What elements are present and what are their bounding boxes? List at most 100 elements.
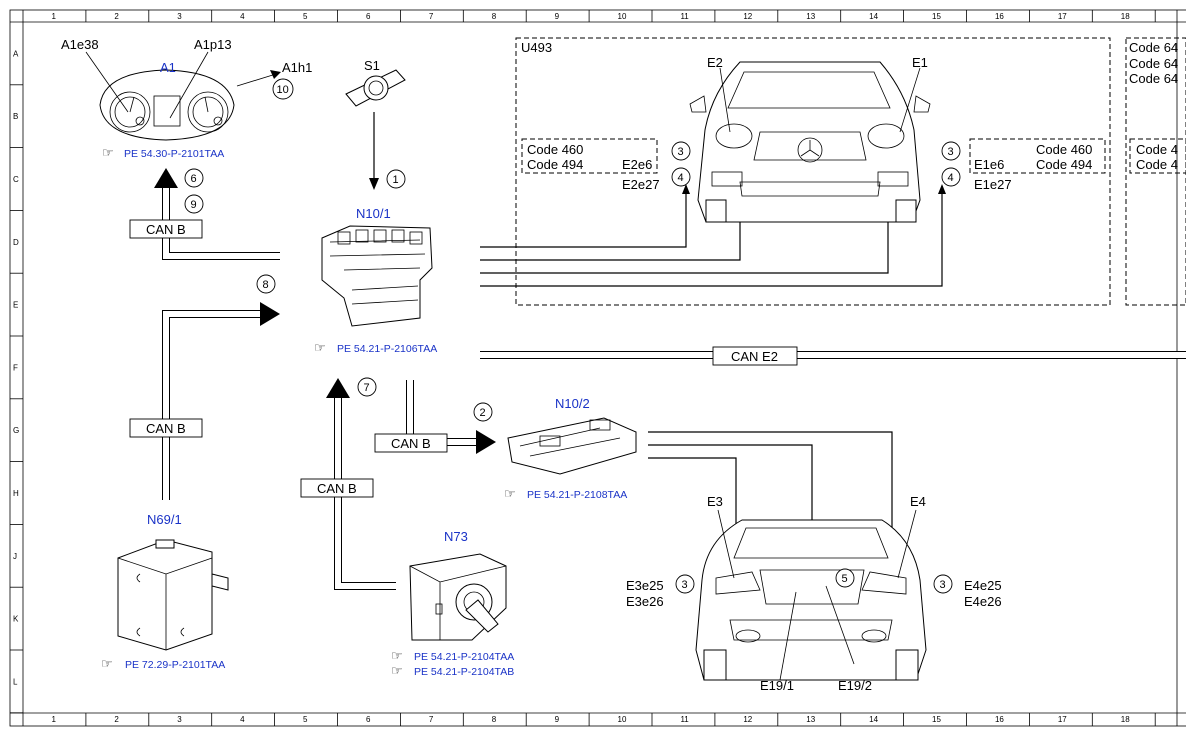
column-index-8: 8 — [492, 12, 497, 21]
n10-2-ref-link[interactable]: PE 54.21-P-2108TAA — [527, 489, 627, 501]
far-right-code-3: Code 64 — [1129, 71, 1178, 86]
can-b-from-n73-arrowhead — [326, 378, 350, 398]
row-index-D: D — [13, 238, 19, 247]
column-index-5: 5 — [303, 12, 308, 21]
right-code-494: Code 494 — [1036, 157, 1092, 172]
e1e27-arrowhead — [938, 184, 946, 194]
n69-1-ref-link[interactable]: PE 72.29-P-2101TAA — [125, 659, 225, 671]
svg-text:2: 2 — [480, 407, 486, 419]
svg-text:3: 3 — [682, 579, 688, 591]
a1-ref-hand-icon: ☞ — [102, 145, 114, 160]
n10-2-module — [507, 417, 637, 475]
n10-1-ref-hand-icon: ☞ — [314, 340, 326, 355]
callout-3-rear-left: 3 — [675, 574, 695, 594]
n10-1-module — [321, 225, 433, 327]
e2-label: E2 — [707, 55, 723, 70]
far-right-box-code-2: Code 4 — [1136, 157, 1178, 172]
callout-9: 9 — [184, 194, 204, 214]
column-index-4: 4 — [240, 12, 245, 21]
callout-4-front-left: 4 — [671, 167, 691, 187]
n69-1-ref-hand-icon: ☞ — [101, 656, 113, 671]
callout-3-rear-right: 3 — [933, 574, 953, 594]
e3e26-label: E3e26 — [626, 594, 664, 609]
column-index-17: 17 — [1058, 12, 1067, 21]
left-code-box — [521, 138, 658, 174]
svg-text:4: 4 — [948, 172, 954, 184]
rear-car-view — [695, 519, 927, 681]
column-index-15: 15 — [932, 715, 941, 724]
can-b-label-4: CAN B — [317, 481, 357, 496]
row-index-C: C — [13, 175, 19, 184]
n10-2-label: N10/2 — [555, 396, 590, 411]
column-index-14: 14 — [869, 715, 878, 724]
column-index-5: 5 — [303, 715, 308, 724]
n73-ref-1-hand-icon: ☞ — [391, 648, 403, 663]
column-index-3: 3 — [177, 715, 182, 724]
column-index-10: 10 — [618, 715, 627, 724]
column-index-7: 7 — [429, 715, 434, 724]
column-index-14: 14 — [869, 12, 878, 21]
row-index-E: E — [13, 301, 18, 310]
n10-1-ref-link[interactable]: PE 54.21-P-2106TAA — [337, 343, 437, 355]
e1e6-label: E1e6 — [974, 157, 1004, 172]
column-index-17: 17 — [1058, 715, 1067, 724]
a1-ref-link[interactable]: PE 54.30-P-2101TAA — [124, 148, 224, 160]
e4e26-label: E4e26 — [964, 594, 1002, 609]
column-index-10: 10 — [618, 12, 627, 21]
a1h1-arrowhead — [270, 70, 281, 79]
a1e38-label: A1e38 — [61, 37, 99, 52]
can-b-to-a1-arrowhead — [154, 168, 178, 188]
callout-3-front-left: 3 — [671, 141, 691, 161]
e2e27-label: E2e27 — [622, 177, 660, 192]
far-right-code-2: Code 64 — [1129, 56, 1178, 71]
callout-5: 5 — [835, 568, 855, 588]
can-b-label-3: CAN B — [391, 436, 431, 451]
e2e6-label: E2e6 — [622, 157, 652, 172]
svg-text:7: 7 — [364, 382, 370, 394]
svg-text:5: 5 — [842, 573, 848, 585]
row-index-J: J — [13, 552, 17, 561]
s1-label: S1 — [364, 58, 380, 73]
can-b-label-2: CAN B — [146, 421, 186, 436]
callout-8: 8 — [256, 274, 276, 294]
column-index-15: 15 — [932, 12, 941, 21]
row-index-F: F — [13, 363, 18, 372]
n73-ref-2-link[interactable]: PE 54.21-P-2104TAB — [414, 666, 514, 678]
can-b-to-n10-2-arrowhead — [476, 430, 496, 454]
n73-ref-1-link[interactable]: PE 54.21-P-2104TAA — [414, 651, 514, 663]
callout-7: 7 — [357, 377, 377, 397]
n69-1-label: N69/1 — [147, 512, 182, 527]
e1-label: E1 — [912, 55, 928, 70]
left-code-494: Code 494 — [527, 157, 583, 172]
row-index-L: L — [13, 677, 18, 686]
column-index-2: 2 — [114, 12, 119, 21]
left-code-460: Code 460 — [527, 142, 583, 157]
column-index-7: 7 — [429, 12, 434, 21]
n73-module — [409, 553, 507, 641]
far-right-code-box — [1129, 138, 1186, 174]
e3-label: E3 — [707, 494, 723, 509]
row-index-B: B — [13, 112, 18, 121]
a1h1-label: A1h1 — [282, 60, 312, 75]
a1p13-label: A1p13 — [194, 37, 232, 52]
can-b-to-n10-1-arrowhead — [260, 302, 280, 326]
column-index-16: 16 — [995, 12, 1004, 21]
column-index-4: 4 — [240, 715, 245, 724]
column-index-13: 13 — [806, 12, 815, 21]
svg-text:10: 10 — [277, 84, 289, 96]
n73-label: N73 — [444, 529, 468, 544]
svg-text:8: 8 — [263, 279, 269, 291]
column-index-12: 12 — [743, 12, 752, 21]
svg-text:1: 1 — [393, 174, 399, 186]
svg-text:6: 6 — [191, 173, 197, 185]
callout-2: 2 — [473, 402, 493, 422]
e4e25-label: E4e25 — [964, 578, 1002, 593]
e19-1-label: E19/1 — [760, 678, 794, 693]
can-b-label-1: CAN B — [146, 222, 186, 237]
svg-text:9: 9 — [191, 199, 197, 211]
column-index-8: 8 — [492, 715, 497, 724]
column-index-9: 9 — [555, 12, 560, 21]
